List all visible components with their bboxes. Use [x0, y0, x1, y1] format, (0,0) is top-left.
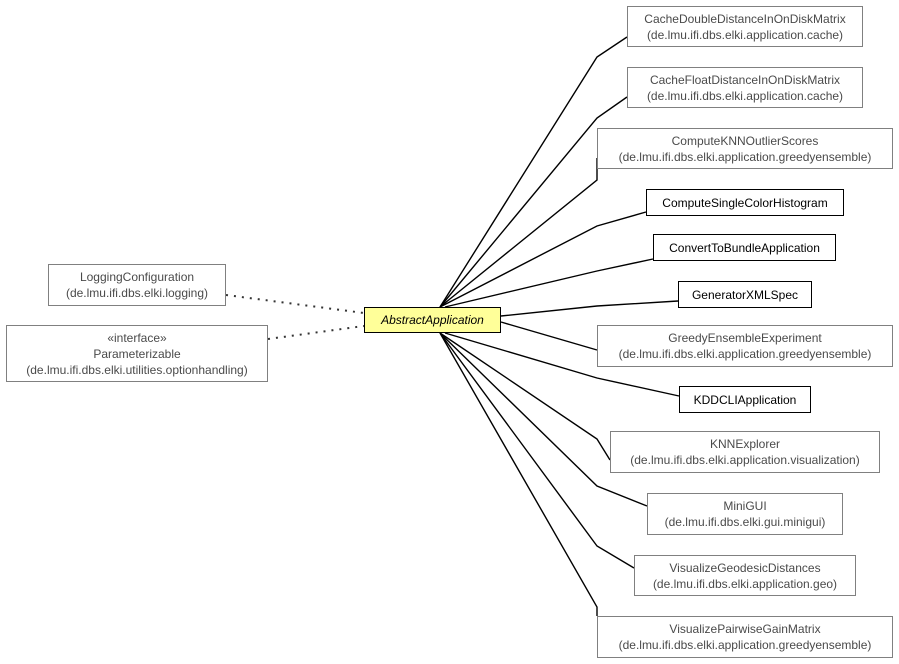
class-node-minigui[interactable]: MiniGUI (de.lmu.ifi.dbs.elki.gui.minigui…: [647, 493, 843, 535]
realization-edge: [225, 294, 365, 314]
stereotype-label: «interface»: [107, 330, 167, 345]
class-node-compute-single-color-histogram[interactable]: ComputeSingleColorHistogram: [646, 189, 844, 216]
inheritance-edge: [439, 332, 598, 616]
class-node-label: CacheDoubleDistanceInOnDiskMatrix: [644, 11, 846, 26]
class-node-label: GreedyEnsembleExperiment: [668, 331, 822, 345]
inheritance-edge: [444, 258, 654, 308]
class-node-visualize-geodesic-distances[interactable]: VisualizeGeodesicDistances (de.lmu.ifi.d…: [634, 555, 856, 596]
class-node-package: (de.lmu.ifi.dbs.elki.utilities.optionhan…: [26, 362, 248, 377]
class-node-package: (de.lmu.ifi.dbs.elki.application.cache): [646, 27, 844, 42]
class-node-package: (de.lmu.ifi.dbs.elki.application.geo): [652, 576, 838, 591]
class-node-package: (de.lmu.ifi.dbs.elki.gui.minigui): [664, 515, 826, 529]
class-node-label: KDDCLIApplication: [693, 392, 797, 407]
class-node-kddcli-application[interactable]: KDDCLIApplication: [679, 386, 811, 413]
interface-node-parameterizable[interactable]: «interface» Parameterizable (de.lmu.ifi.…: [6, 325, 268, 382]
class-node-package: (de.lmu.ifi.dbs.elki.application.greedye…: [618, 347, 872, 361]
class-node-package: (de.lmu.ifi.dbs.elki.application.visuali…: [630, 453, 860, 467]
class-node-label: ComputeSingleColorHistogram: [662, 195, 828, 210]
class-node-greedy-ensemble-experiment[interactable]: GreedyEnsembleExperiment (de.lmu.ifi.dbs…: [597, 325, 893, 367]
inheritance-edge: [439, 96, 628, 308]
inheritance-edge: [439, 332, 611, 461]
class-node-package: (de.lmu.ifi.dbs.elki.application.greedye…: [618, 638, 872, 652]
class-node-compute-knn-outlier-scores[interactable]: ComputeKNNOutlierScores (de.lmu.ifi.dbs.…: [597, 128, 893, 169]
class-node-knn-explorer[interactable]: KNNExplorer (de.lmu.ifi.dbs.elki.applica…: [610, 431, 880, 473]
class-node-label: ConvertToBundleApplication: [669, 240, 820, 255]
class-node-label: Parameterizable: [93, 346, 181, 361]
class-node-cache-double[interactable]: CacheDoubleDistanceInOnDiskMatrix (de.lm…: [627, 6, 863, 47]
inheritance-edge: [500, 321, 598, 351]
class-node-visualize-pairwise-gain-matrix[interactable]: VisualizePairwiseGainMatrix (de.lmu.ifi.…: [597, 616, 893, 658]
class-node-label: LoggingConfiguration: [79, 270, 195, 284]
class-node-package: (de.lmu.ifi.dbs.elki.application.greedye…: [618, 149, 872, 164]
class-node-label: AbstractApplication: [381, 313, 484, 327]
interface-node-logging[interactable]: LoggingConfiguration (de.lmu.ifi.dbs.elk…: [48, 264, 226, 306]
class-node-label: CacheFloatDistanceInOnDiskMatrix: [649, 72, 841, 87]
class-node-package: (de.lmu.ifi.dbs.elki.logging): [65, 286, 209, 300]
inheritance-edge: [439, 332, 648, 507]
inheritance-edge: [500, 300, 679, 317]
class-node-package: (de.lmu.ifi.dbs.elki.application.cache): [646, 88, 844, 103]
class-node-convert-to-bundle-application[interactable]: ConvertToBundleApplication: [653, 234, 836, 261]
class-node-abstract-application[interactable]: AbstractApplication: [364, 307, 501, 333]
inheritance-edge: [439, 36, 628, 308]
class-node-label: ComputeKNNOutlierScores: [671, 133, 819, 148]
class-node-label: VisualizeGeodesicDistances: [669, 560, 821, 575]
class-node-label: MiniGUI: [723, 499, 767, 513]
inheritance-edge: [439, 332, 635, 569]
class-node-cache-float[interactable]: CacheFloatDistanceInOnDiskMatrix (de.lmu…: [627, 67, 863, 108]
class-node-generator-xml-spec[interactable]: GeneratorXMLSpec: [678, 281, 812, 308]
class-node-label: KNNExplorer: [709, 437, 781, 451]
realization-edge: [267, 325, 365, 340]
inheritance-edge: [444, 332, 680, 397]
class-node-label: GeneratorXMLSpec: [691, 287, 799, 302]
inheritance-edge: [439, 158, 598, 308]
inheritance-edge: [439, 211, 647, 308]
class-node-label: VisualizePairwiseGainMatrix: [669, 622, 821, 636]
